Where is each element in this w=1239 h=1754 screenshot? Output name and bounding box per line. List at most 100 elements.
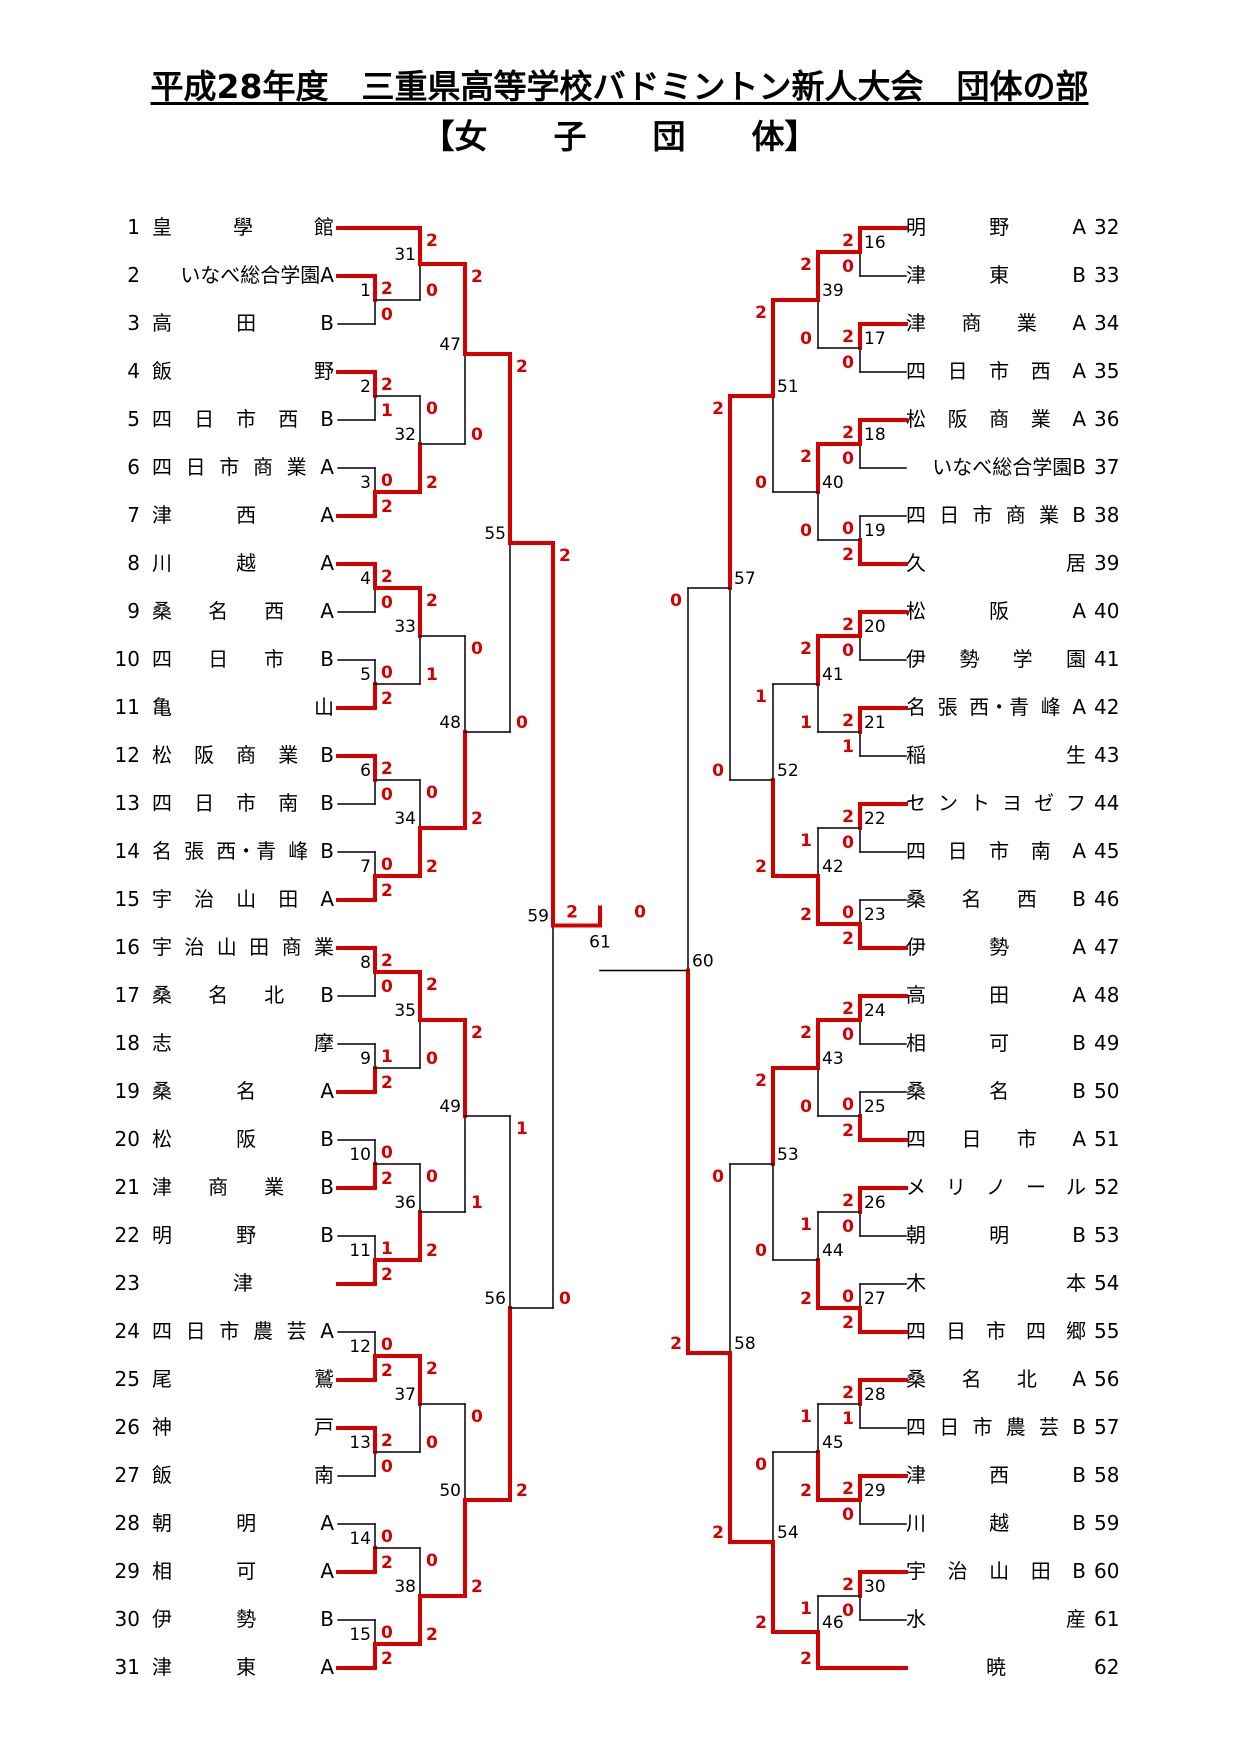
match-number: 4: [360, 569, 371, 589]
match-number: 34: [394, 809, 416, 829]
team-number: 20: [114, 1127, 140, 1151]
match-score: 0: [381, 471, 393, 491]
match-number: 50: [439, 1481, 461, 1501]
match-score: 2: [381, 1169, 393, 1189]
match-number: 38: [394, 1577, 416, 1597]
team-number: 35: [1094, 359, 1120, 383]
match-score: 0: [842, 257, 854, 277]
match-number: 19: [864, 521, 886, 541]
match-score: 2: [516, 357, 528, 377]
match-score: 0: [755, 1455, 767, 1475]
match-score: 2: [426, 473, 438, 493]
match-score: 0: [842, 1095, 854, 1115]
match-score: 2: [842, 1383, 854, 1403]
match-score: 0: [381, 1527, 393, 1547]
team-number: 6: [127, 455, 140, 479]
match-score: 2: [381, 881, 393, 901]
match-score: 2: [755, 857, 767, 877]
match-number: 41: [822, 665, 844, 685]
match-score: 0: [381, 1335, 393, 1355]
match-number: 31: [394, 245, 416, 265]
match-score: 2: [842, 615, 854, 635]
match-number: 23: [864, 905, 886, 925]
match-number: 52: [777, 761, 799, 781]
match-score: 1: [800, 1407, 812, 1427]
match-number: 13: [349, 1433, 371, 1453]
match-score: 2: [842, 1313, 854, 1333]
team-number: 24: [114, 1319, 140, 1343]
match-score: 1: [426, 665, 438, 685]
match-score: 2: [842, 1191, 854, 1211]
match-score: 1: [471, 1193, 483, 1213]
match-score: 2: [381, 279, 393, 299]
match-score: 2: [842, 1121, 854, 1141]
match-score: 2: [800, 1649, 812, 1669]
match-score: 2: [471, 809, 483, 829]
match-number: 30: [864, 1577, 886, 1597]
team-name: セントヨゼフ: [906, 791, 1086, 815]
team-number: 21: [114, 1175, 140, 1199]
team-number: 62: [1094, 1655, 1120, 1679]
team-number: 57: [1094, 1415, 1120, 1439]
match-score: 0: [516, 713, 528, 733]
match-score: 2: [471, 1577, 483, 1597]
match-score: 2: [842, 929, 854, 949]
match-number: 20: [864, 617, 886, 637]
team-number: 48: [1094, 983, 1120, 1007]
team-name: 皇學館: [152, 215, 334, 239]
match-score: 2: [381, 759, 393, 779]
team-number: 4: [127, 359, 140, 383]
final-match-number: 61: [589, 933, 611, 953]
match-number: 33: [394, 617, 416, 637]
match-number: 10: [349, 1145, 371, 1165]
match-number: 27: [864, 1289, 886, 1309]
team-number: 2: [127, 263, 140, 287]
match-score: 1: [842, 737, 854, 757]
team-number: 17: [114, 983, 140, 1007]
match-score: 0: [842, 903, 854, 923]
match-score: 0: [842, 1287, 854, 1307]
match-number: 51: [777, 377, 799, 397]
team-number: 29: [114, 1559, 140, 1583]
team-number: 43: [1094, 743, 1120, 767]
match-number: 45: [822, 1433, 844, 1453]
team-name: 暁: [986, 1655, 1006, 1679]
page-title: 平成28年度 三重県高等学校バドミントン新人大会 団体の部: [0, 60, 1239, 108]
match-score: 0: [381, 1623, 393, 1643]
match-score: 2: [381, 375, 393, 395]
team-number: 41: [1094, 647, 1120, 671]
team-number: 19: [114, 1079, 140, 1103]
team-number: 54: [1094, 1271, 1120, 1295]
team-name: メリノール: [906, 1175, 1086, 1199]
page-title-text: 平成28年度 三重県高等学校バドミントン新人大会 団体の部: [150, 67, 1089, 106]
match-number: 53: [777, 1145, 799, 1165]
match-score: 0: [381, 663, 393, 683]
team-number: 5: [127, 407, 140, 431]
team-number: 32: [1094, 215, 1120, 239]
match-score: 0: [426, 1433, 438, 1453]
match-score: 1: [381, 1047, 393, 1067]
match-number: 42: [822, 857, 844, 877]
team-name: 飯野: [152, 359, 334, 383]
match-number: 7: [360, 857, 371, 877]
match-number: 15: [349, 1625, 371, 1645]
match-score: 0: [426, 783, 438, 803]
team-number: 25: [114, 1367, 140, 1391]
match-number: 16: [864, 233, 886, 253]
match-score: 0: [471, 425, 483, 445]
